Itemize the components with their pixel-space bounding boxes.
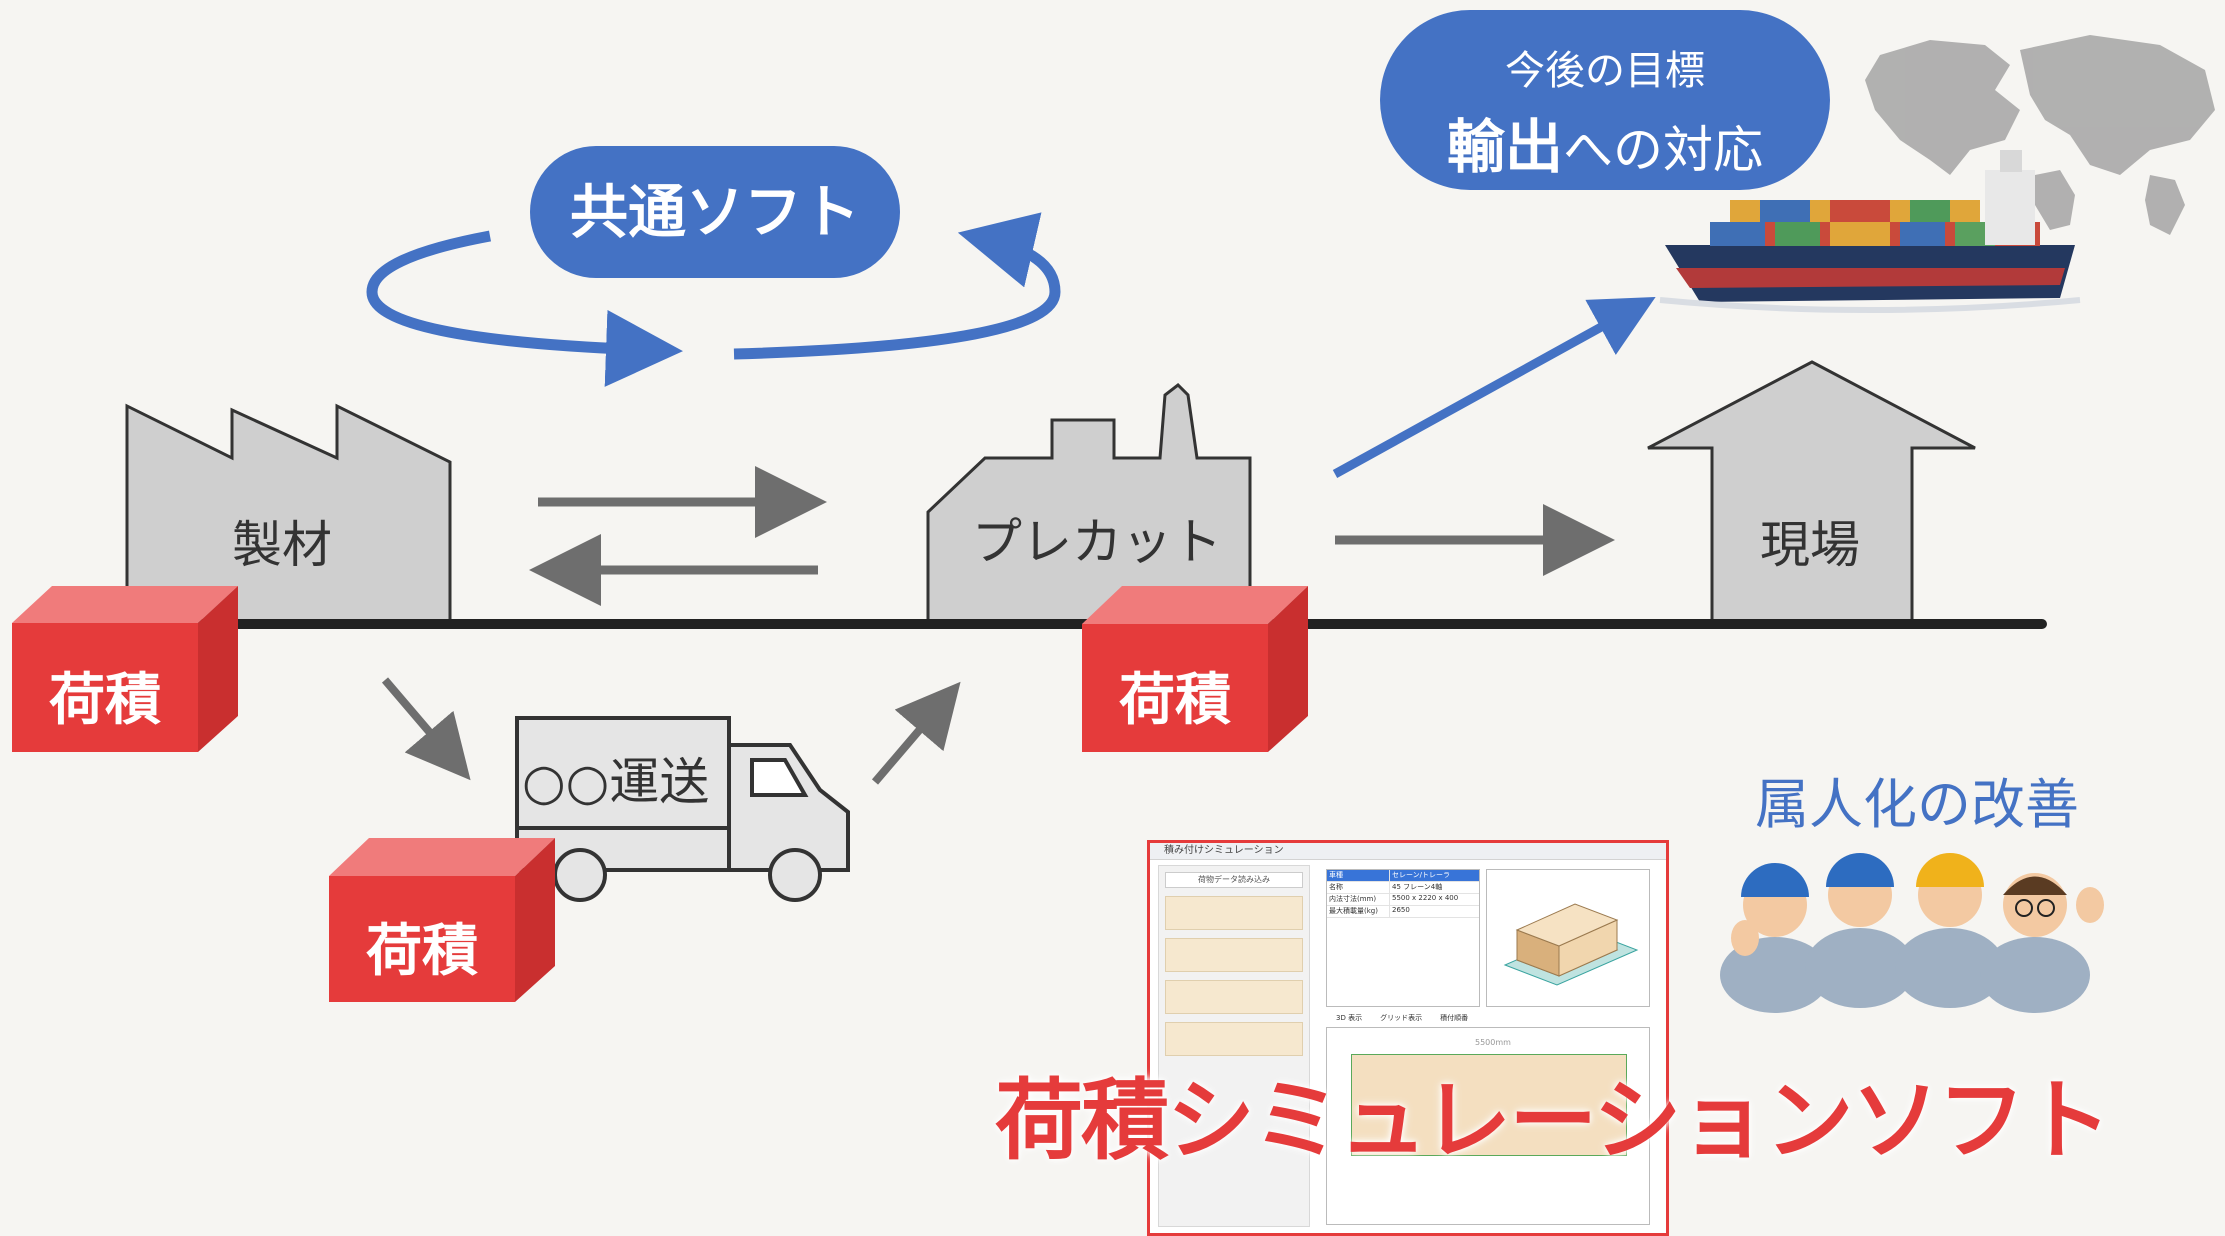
cycle-arrow-left (366, 230, 683, 387)
loading-cube-2 (1082, 586, 1308, 752)
view-tabs: 3D 表示 グリッド表示 積付順番 (1326, 1011, 1658, 1025)
common-software-badge: 共通ソフト (530, 146, 900, 278)
arrow-to-export (1332, 296, 1656, 478)
precut-label: プレカット (972, 513, 1222, 571)
arrow-truck-to-precut (871, 681, 961, 785)
tab-3d[interactable]: 3D 表示 (1336, 1014, 1363, 1022)
load-data-button[interactable]: 荷物データ読み込み (1165, 872, 1303, 888)
sawmill-building (125, 403, 452, 624)
table-cell: 45 フレーン4軸 (1392, 883, 1443, 891)
goal-badge: 今後の目標 輸出への対応 (1380, 10, 1830, 190)
goal-line2: 輸出への対応 (1380, 100, 1830, 184)
list-item[interactable] (1165, 938, 1303, 972)
container-ship-icon (1659, 150, 2081, 313)
loading-cube-1 (12, 586, 238, 752)
goal-line2-bold: 輸出 (1446, 113, 1563, 181)
list-item[interactable] (1165, 896, 1303, 930)
3d-view[interactable] (1486, 869, 1650, 1007)
loading-label-2: 荷積 (1119, 668, 1231, 733)
table-row[interactable]: 内法寸法(mm)5500 x 2220 x 400 (1327, 894, 1479, 906)
goal-line2-rest: への対応 (1563, 121, 1763, 179)
software-window-title: 積み付けシミュレーション (1150, 843, 1666, 860)
plan-view[interactable]: 5500mm (1326, 1027, 1650, 1225)
loading-cube-3 (329, 838, 555, 1002)
workers-illustration (1720, 853, 2104, 1013)
table-cell: セレーン/トレーラ (1392, 871, 1451, 879)
site-label: 現場 (1760, 516, 1860, 574)
table-cell: 内法寸法(mm) (1327, 894, 1390, 905)
table-row[interactable]: 最大積載量(kg)2650 (1327, 906, 1479, 918)
truck-icon (515, 716, 850, 902)
table-cell: 最大積載量(kg) (1327, 906, 1390, 917)
tab-order[interactable]: 積付順番 (1440, 1014, 1469, 1022)
common-software-label: 共通ソフト (569, 178, 860, 246)
site-building (1647, 360, 1976, 624)
improvement-label: 属人化の改善 (1755, 773, 2079, 836)
truck-label: ○○運送 (522, 753, 710, 811)
goal-line1: 今後の目標 (1505, 48, 1705, 94)
table-cell: 5500 x 2220 x 400 (1392, 894, 1459, 902)
stacked-lumber-icon (1503, 903, 1639, 986)
plan-width-label: 5500mm (1475, 1038, 1511, 1047)
precut-building (926, 383, 1252, 624)
arrow-sawmill-to-truck (381, 677, 471, 781)
software-left-pane: 荷物データ読み込み (1158, 865, 1310, 1227)
plan-load-area (1351, 1054, 1627, 1156)
loading-label-3: 荷積 (366, 919, 478, 984)
cycle-arrow-right (733, 212, 1061, 360)
table-cell: 名称 (1327, 882, 1390, 893)
list-item[interactable] (1165, 980, 1303, 1014)
loading-label-1: 荷積 (49, 668, 161, 733)
table-row[interactable]: 車種セレーン/トレーラ (1327, 870, 1479, 882)
list-item[interactable] (1165, 1022, 1303, 1056)
world-map-icon (1865, 35, 2215, 235)
table-cell: 車種 (1327, 870, 1390, 881)
table-cell: 2650 (1392, 906, 1410, 914)
tab-grid[interactable]: グリッド表示 (1380, 1014, 1423, 1022)
sawmill-label: 製材 (232, 516, 332, 574)
simulation-software-title: 荷積シミュレーションソフト (995, 1069, 2111, 1172)
